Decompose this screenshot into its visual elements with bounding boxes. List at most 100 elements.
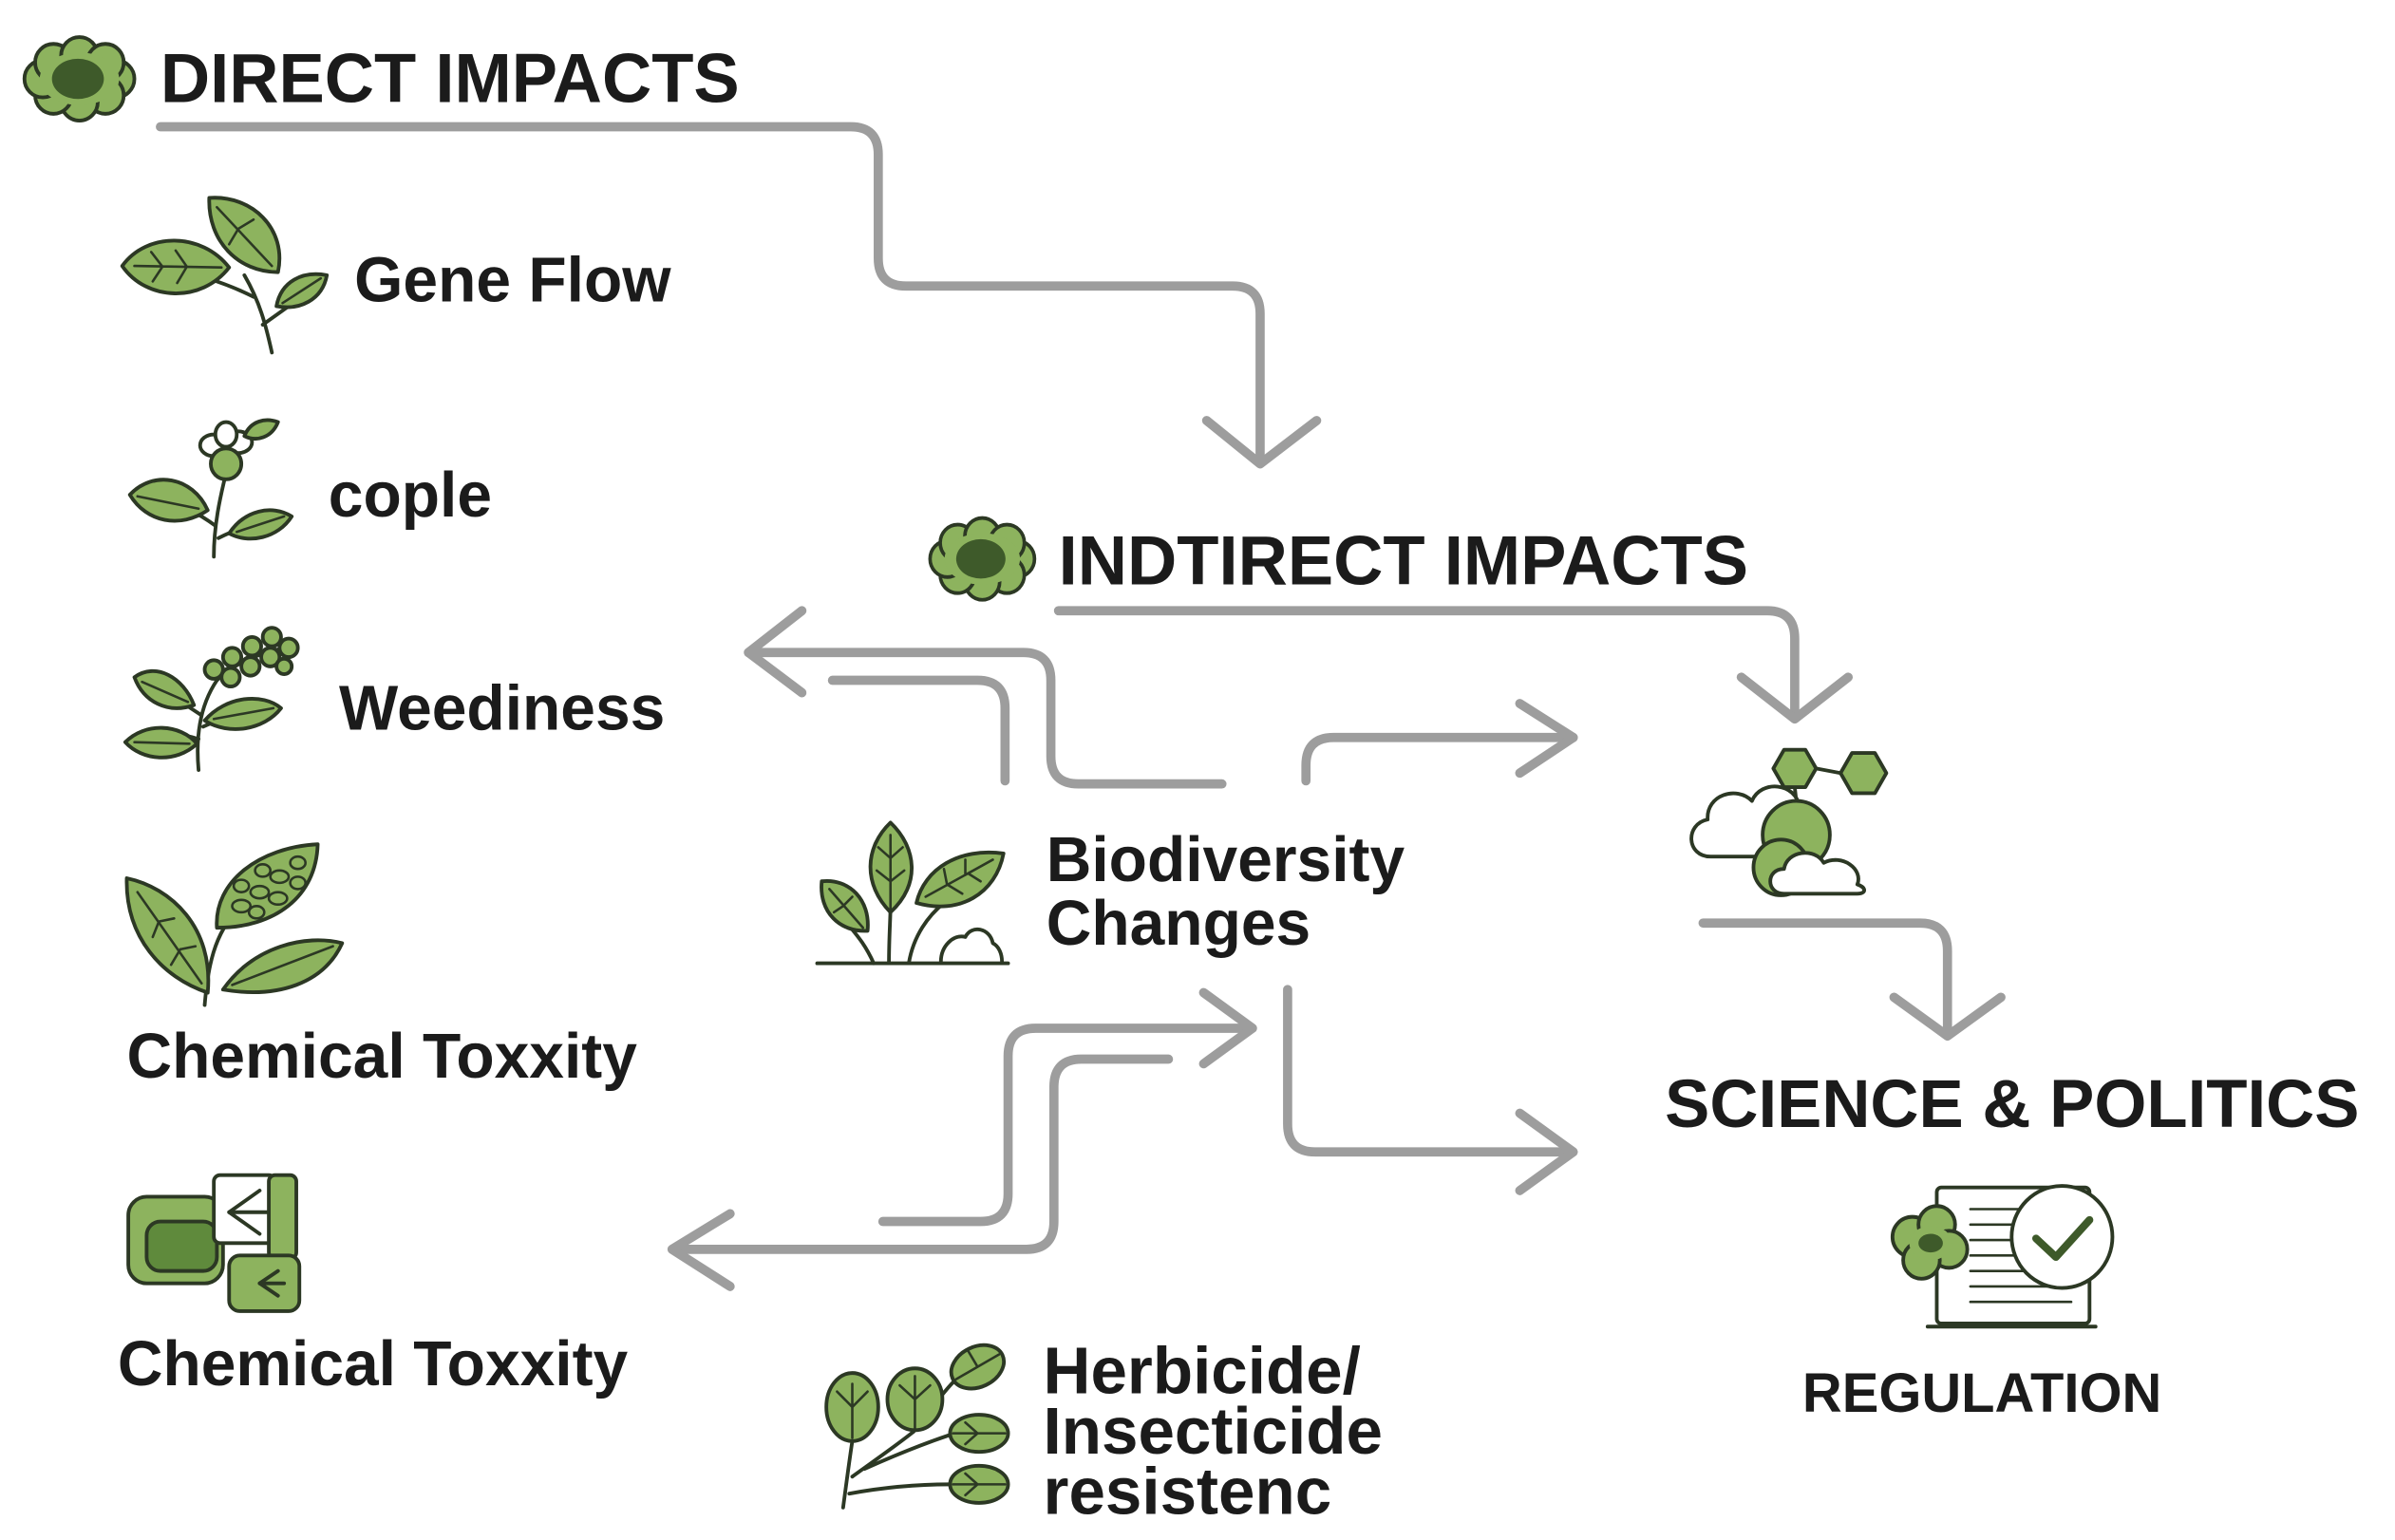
stem	[887, 904, 893, 966]
chemical-toxxity-label: Chemical Toxxity	[126, 1022, 636, 1092]
arrow-head	[1889, 992, 2006, 1041]
berry	[220, 646, 244, 668]
stem	[196, 678, 219, 772]
berry	[239, 655, 262, 678]
vein	[952, 1472, 1007, 1497]
berry	[240, 634, 263, 658]
biodiversity-changes-label: Biodiversity Changes	[1047, 825, 1423, 959]
leaf	[127, 478, 210, 523]
weediness-label: Weediness	[339, 673, 665, 743]
vein	[875, 834, 906, 911]
leaf	[242, 418, 280, 441]
arrow-line	[1698, 918, 1952, 1038]
spot	[254, 863, 272, 878]
leafy-branch-icon	[824, 1343, 1010, 1510]
arrow-line	[744, 648, 1227, 789]
hexagon	[1839, 751, 1889, 796]
vein	[212, 706, 275, 721]
arrow-line-inner	[827, 675, 1010, 786]
arrow-cloud-to-science	[1698, 918, 2006, 1041]
vein	[136, 495, 200, 511]
vein	[136, 891, 203, 986]
checkmark	[2032, 1215, 2094, 1262]
label-line: Biodiversity	[1047, 825, 1405, 895]
arrow-line	[1283, 985, 1575, 1157]
arrow-line	[1053, 606, 1800, 720]
arrow-line	[670, 1054, 1174, 1254]
arrow-head	[1201, 416, 1322, 469]
bud	[209, 446, 244, 481]
arrow-head	[1736, 672, 1854, 724]
indirect-impacts-title: INDTIRECT IMPACTS	[1059, 522, 1748, 600]
approved-document-icon	[1890, 1184, 2115, 1329]
berry-branch-icon	[123, 626, 300, 772]
berry	[277, 636, 300, 660]
blocks-icon	[126, 1173, 302, 1313]
spot	[231, 898, 253, 914]
stem	[848, 926, 876, 966]
spot	[289, 875, 307, 891]
arrow-indirect-to-cloud	[1053, 606, 1854, 724]
arrow-head	[1198, 987, 1257, 1069]
berry	[219, 666, 242, 689]
spotted-leaves-icon	[124, 842, 345, 1007]
stem	[907, 901, 946, 966]
label-line: resistenc	[1044, 1454, 1332, 1528]
chemical-toxxity-label: Chemical Toxxity	[118, 1329, 628, 1399]
cloud-molecules-icon	[1689, 747, 1889, 897]
direct-impacts-title: DIRECT IMPACTS	[160, 40, 740, 118]
arrow-head	[744, 606, 807, 698]
stem	[840, 1438, 855, 1510]
berry	[260, 626, 283, 648]
arrow-line	[156, 122, 1265, 466]
cloud	[1768, 851, 1866, 896]
regulation-label: REGULATION	[1802, 1362, 2161, 1424]
bush-outline	[938, 927, 1005, 964]
arrow-biodiversity-to-science	[1283, 985, 1578, 1195]
vein	[828, 888, 865, 930]
stem	[847, 1482, 952, 1496]
arrow-resistance-to-biodiversity	[877, 987, 1257, 1227]
label-line: Insecticide	[1044, 1393, 1383, 1467]
leaf	[132, 668, 197, 710]
check-circle	[2009, 1184, 2115, 1290]
science-politics-title: SCIENCE & POLITICS	[1665, 1067, 2359, 1142]
arrow-head	[667, 1209, 735, 1291]
stem	[850, 1430, 915, 1479]
block	[267, 1173, 298, 1261]
spot	[249, 884, 271, 900]
arrow-head	[1515, 1108, 1578, 1195]
spot	[269, 869, 291, 885]
arrow-line	[877, 1024, 1252, 1227]
arrow-biodiversity-to-cloud	[1301, 699, 1578, 786]
vein	[952, 1420, 1007, 1446]
vein	[281, 276, 323, 305]
arrow-block	[212, 1173, 277, 1246]
sprout-flower-icon	[127, 418, 294, 559]
block-inner	[144, 1219, 219, 1273]
leaf	[215, 842, 320, 930]
label-line: Changes	[1047, 889, 1311, 959]
vein	[141, 680, 190, 704]
spot	[247, 905, 266, 920]
flower-icon	[928, 516, 1037, 602]
stem	[242, 272, 274, 355]
flower-icon	[22, 35, 137, 122]
label-line: Herbicide/	[1044, 1333, 1361, 1407]
vein	[236, 515, 286, 534]
molecule-bond	[1814, 766, 1843, 776]
gene-flow-plant-icon	[120, 196, 330, 355]
gene-flow-label: Gene Flow	[354, 245, 671, 315]
arrow-direct-to-indirect	[156, 122, 1322, 469]
arrow-biodiversity-to-weediness	[744, 606, 1227, 789]
stem	[862, 1433, 952, 1472]
vein	[231, 945, 334, 986]
vein	[133, 249, 223, 285]
vein	[924, 858, 994, 898]
stem	[212, 471, 228, 559]
text-lines	[1969, 1208, 2073, 1304]
arrow-line	[1301, 732, 1578, 786]
petal	[213, 420, 239, 449]
flower-center	[51, 58, 104, 100]
blob-center	[1918, 1233, 1943, 1253]
